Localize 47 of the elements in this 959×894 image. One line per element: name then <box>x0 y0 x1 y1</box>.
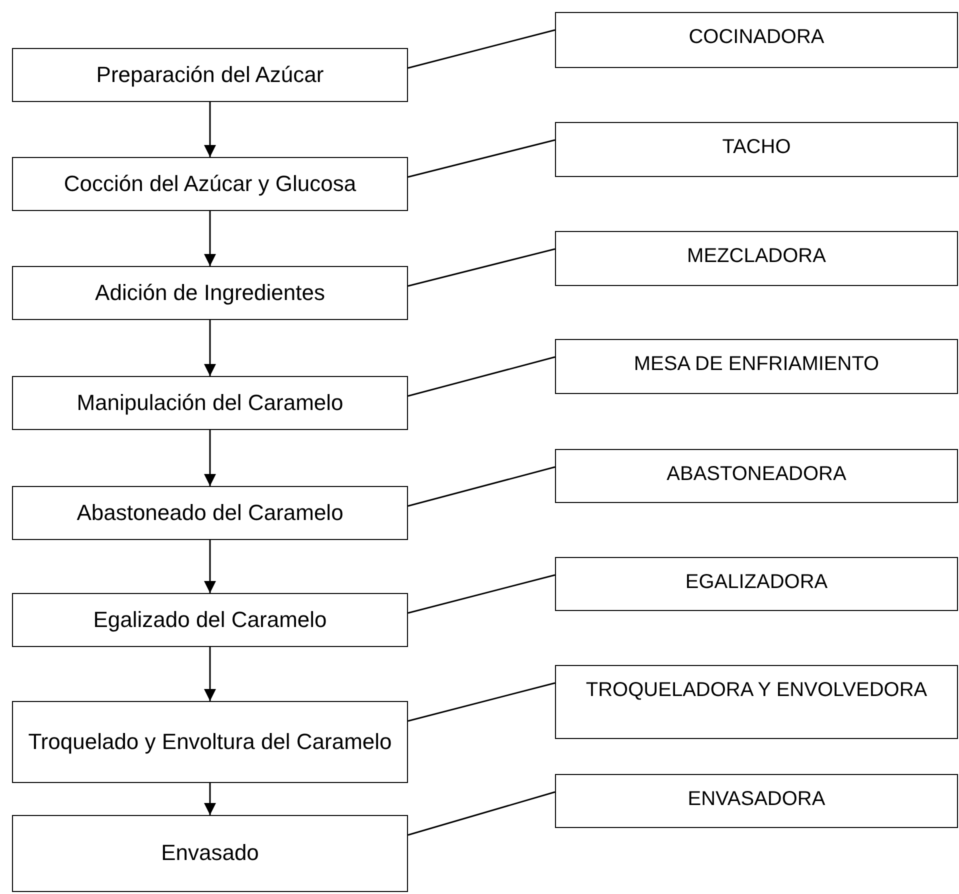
arrow <box>204 540 216 593</box>
equipment-label: TACHO <box>722 135 791 159</box>
equipment-box <box>555 774 958 828</box>
process-label: Manipulación del Caramelo <box>76 390 344 416</box>
equipment-box <box>555 449 958 503</box>
connector-line <box>408 466 556 507</box>
process-label: Troquelado y Envoltura del Caramelo <box>28 728 392 756</box>
process-label: Adición de Ingredientes <box>95 280 325 306</box>
arrow <box>204 430 216 486</box>
process-box <box>12 157 408 211</box>
process-box <box>12 376 408 430</box>
process-box <box>12 48 408 102</box>
arrow <box>204 320 216 376</box>
connector-line <box>408 682 556 722</box>
process-box <box>12 486 408 540</box>
equipment-label: MESA DE ENFRIAMIENTO <box>634 352 880 376</box>
process-label: Egalizado del Caramelo <box>93 606 327 634</box>
arrow <box>204 647 216 701</box>
process-box <box>12 266 408 320</box>
connector-line <box>408 356 556 397</box>
arrow <box>204 783 216 815</box>
process-label: Envasado <box>161 840 259 867</box>
process-box <box>12 815 408 892</box>
equipment-box <box>555 122 958 177</box>
connector-line <box>408 248 556 287</box>
equipment-label: MEZCLADORA <box>687 244 826 268</box>
equipment-label: EGALIZADORA <box>685 570 828 594</box>
equipment-label: ABASTONEADORA <box>666 462 846 486</box>
connector-line <box>408 574 556 614</box>
equipment-box <box>555 557 958 611</box>
connector-line <box>408 29 556 69</box>
process-label: Preparación del Azúcar <box>96 62 324 88</box>
equipment-box <box>555 231 958 286</box>
connector-line <box>408 139 556 178</box>
equipment-box <box>555 339 958 394</box>
process-box <box>12 593 408 647</box>
arrow <box>204 211 216 266</box>
equipment-label: TROQUELADORA Y ENVOLVEDORA <box>586 678 928 702</box>
process-box <box>12 701 408 783</box>
process-label: Cocción del Azúcar y Glucosa <box>64 170 356 198</box>
equipment-label: COCINADORA <box>688 25 824 49</box>
equipment-label: ENVASADORA <box>688 787 826 811</box>
process-label: Abastoneado del Caramelo <box>76 500 344 526</box>
connector-line <box>408 791 556 836</box>
equipment-box <box>555 12 958 68</box>
arrow <box>204 102 216 157</box>
equipment-box <box>555 665 958 739</box>
